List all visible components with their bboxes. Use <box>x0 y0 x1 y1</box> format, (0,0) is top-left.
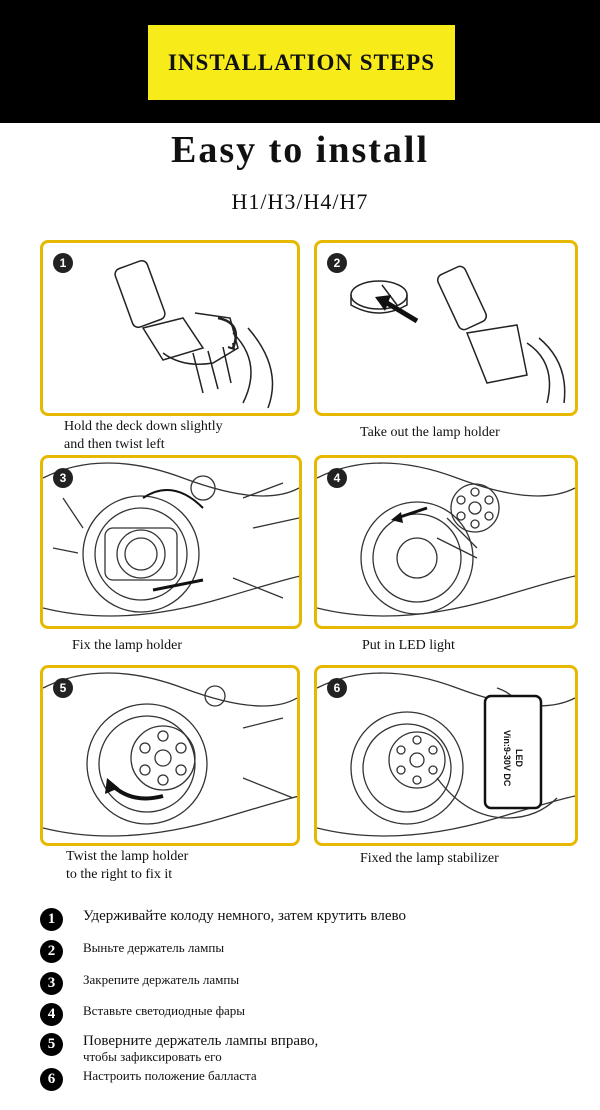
step-5-panel: 5 <box>40 665 300 846</box>
step-5-caption-line-2: to the right to fix it <box>66 867 173 882</box>
step-2-caption-line-1: Take out the lamp holder <box>360 425 500 440</box>
ru-step-6-number: 6 <box>40 1068 63 1091</box>
ru-step-4: 4 Вставьте светодиодные фары <box>40 1003 245 1026</box>
ru-step-5: 5 Поверните держатель лампы вправо, чтоб… <box>40 1033 318 1065</box>
ru-step-5-line-2: чтобы зафиксировать его <box>83 1049 222 1064</box>
ru-step-2-number: 2 <box>40 940 63 963</box>
step-1-panel: 1 <box>40 240 300 416</box>
step-1-caption-line-2: and then twist left <box>64 437 165 452</box>
ru-step-3: 3 Закрепите держатель лампы <box>40 972 239 995</box>
step-5-caption: Twist the lamp holder to the right to fi… <box>66 848 188 884</box>
page-title: Easy to install <box>170 129 430 171</box>
stabilizer-label: LED Vin:9-30V DC <box>499 718 527 798</box>
step-3-caption: Fix the lamp holder <box>72 637 182 655</box>
ru-step-1: 1 Удерживайте колоду немного, затем крут… <box>40 908 406 931</box>
bulb-types-subtitle: H1/H3/H4/H7 <box>231 189 369 214</box>
stabilizer-box <box>483 694 543 810</box>
step-3-caption-line-1: Fix the lamp holder <box>72 638 183 653</box>
step-6-illustration <box>317 672 575 837</box>
ru-step-1-number: 1 <box>40 908 63 931</box>
ru-step-2-text: Выньте держатель лампы <box>83 940 225 955</box>
step-2-illustration <box>350 265 566 404</box>
top-black-bar: INSTALLATION STEPS <box>0 0 600 123</box>
ru-step-6: 6 Настроить положение балласта <box>40 1068 257 1091</box>
step-2-number: 2 <box>327 253 347 273</box>
ru-step-5-line-1: Поверните держатель лампы вправо, <box>83 1033 319 1049</box>
stabilizer-label-line-2: Vin:9-30V DC <box>502 729 512 787</box>
ru-step-5-number: 5 <box>40 1033 63 1056</box>
step-1-caption: Hold the deck down slightly and then twi… <box>64 418 223 454</box>
step-2-panel: 2 <box>314 240 578 416</box>
step-6-caption: Fixed the lamp stabilizer <box>360 850 499 868</box>
ru-step-2: 2 Выньте держатель лампы <box>40 940 224 963</box>
step-1-illustration <box>114 259 274 409</box>
ru-step-4-text: Вставьте светодиодные фары <box>83 1003 246 1018</box>
step-5-illustration <box>43 672 297 837</box>
step-6-number: 6 <box>327 678 347 698</box>
step-1-caption-line-1: Hold the deck down slightly <box>64 419 223 434</box>
step-4-illustration <box>317 462 575 617</box>
step-4-caption-line-1: Put in LED light <box>362 638 455 653</box>
ru-step-4-number: 4 <box>40 1003 63 1026</box>
ru-step-1-text: Удерживайте колоду немного, затем крутит… <box>83 908 406 924</box>
step-4-caption: Put in LED light <box>362 637 455 655</box>
step-1-number: 1 <box>53 253 73 273</box>
step-5-caption-line-1: Twist the lamp holder <box>66 849 189 864</box>
step-6-caption-line-1: Fixed the lamp stabilizer <box>360 851 499 866</box>
step-2-caption: Take out the lamp holder <box>360 424 500 442</box>
step-4-number: 4 <box>327 468 347 488</box>
ru-step-3-number: 3 <box>40 972 63 995</box>
installation-steps-banner: INSTALLATION STEPS <box>148 25 455 100</box>
ru-step-3-text: Закрепите держатель лампы <box>83 972 240 987</box>
step-5-number: 5 <box>53 678 73 698</box>
ru-step-5-text: Поверните держатель лампы вправо, чтобы … <box>83 1033 318 1065</box>
step-4-panel: 4 <box>314 455 578 629</box>
step-6-panel: 6 LED Vin:9-30V DC <box>314 665 578 846</box>
step-3-panel: 3 <box>40 455 302 629</box>
step-3-number: 3 <box>53 468 73 488</box>
ru-step-6-text: Настроить положение балласта <box>83 1068 257 1083</box>
step-3-illustration <box>43 462 299 617</box>
stabilizer-label-line-1: LED <box>514 749 524 767</box>
